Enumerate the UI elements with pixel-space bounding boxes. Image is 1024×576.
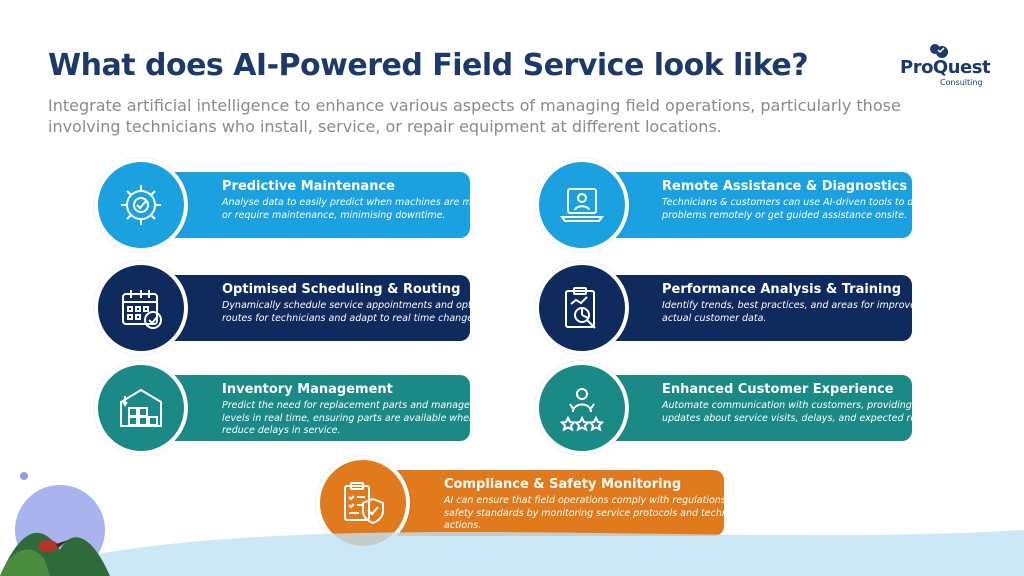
warehouse-icon: [94, 361, 188, 455]
card-description: Analyse data to easily predict when mach…: [222, 197, 545, 221]
gear-wrench-icon: [94, 158, 188, 252]
card-optimised-scheduling: Optimised Scheduling & Routing Dynamical…: [140, 275, 528, 341]
card-title: Predictive Maintenance: [222, 179, 395, 194]
card-title: Optimised Scheduling & Routing: [222, 282, 461, 297]
logo-tagline: Consulting: [940, 78, 983, 87]
decorative-landscape: [0, 472, 1024, 576]
card-title: Performance Analysis & Training: [662, 282, 902, 297]
card-description: Identify trends, best practices, and are…: [662, 300, 988, 324]
card-description: Automate communication with customers, p…: [662, 400, 987, 424]
page-title: What does AI-Powered Field Service look …: [48, 48, 809, 83]
card-description: Technicians & customers can use AI-drive…: [662, 197, 951, 221]
card-description: Predict the need for replacement parts a…: [222, 400, 537, 436]
card-title: Remote Assistance & Diagnostics: [662, 179, 908, 194]
card-predictive-maintenance: Predictive Maintenance Analyse data to e…: [140, 172, 544, 238]
card-title: Inventory Management: [222, 382, 393, 397]
user-stars-icon: [535, 361, 629, 455]
logo-mark-icon: [930, 44, 948, 58]
clipboard-chart-icon: [535, 261, 629, 355]
page-subtitle: Integrate artificial intelligence to enh…: [48, 96, 901, 136]
laptop-user-icon: [535, 158, 629, 252]
card-title: Compliance & Safety Monitoring: [444, 477, 682, 492]
proquest-logo: ProQuest Consulting: [900, 42, 1000, 92]
card-title: Enhanced Customer Experience: [662, 382, 894, 397]
card-performance-analysis: Performance Analysis & Training Identify…: [580, 275, 987, 341]
card-description: Dynamically schedule service appointment…: [222, 300, 528, 324]
card-remote-assistance: Remote Assistance & Diagnostics Technici…: [580, 172, 951, 238]
card-description: AI can ensure that field operations comp…: [444, 495, 751, 531]
card-inventory-management: Inventory Management Predict the need fo…: [140, 375, 537, 441]
calendar-check-icon: [94, 261, 188, 355]
logo-name: ProQuest: [900, 57, 991, 78]
card-compliance-safety: Compliance & Safety Monitoring AI can en…: [362, 470, 750, 536]
card-customer-experience: Enhanced Customer Experience Automate co…: [580, 375, 986, 441]
